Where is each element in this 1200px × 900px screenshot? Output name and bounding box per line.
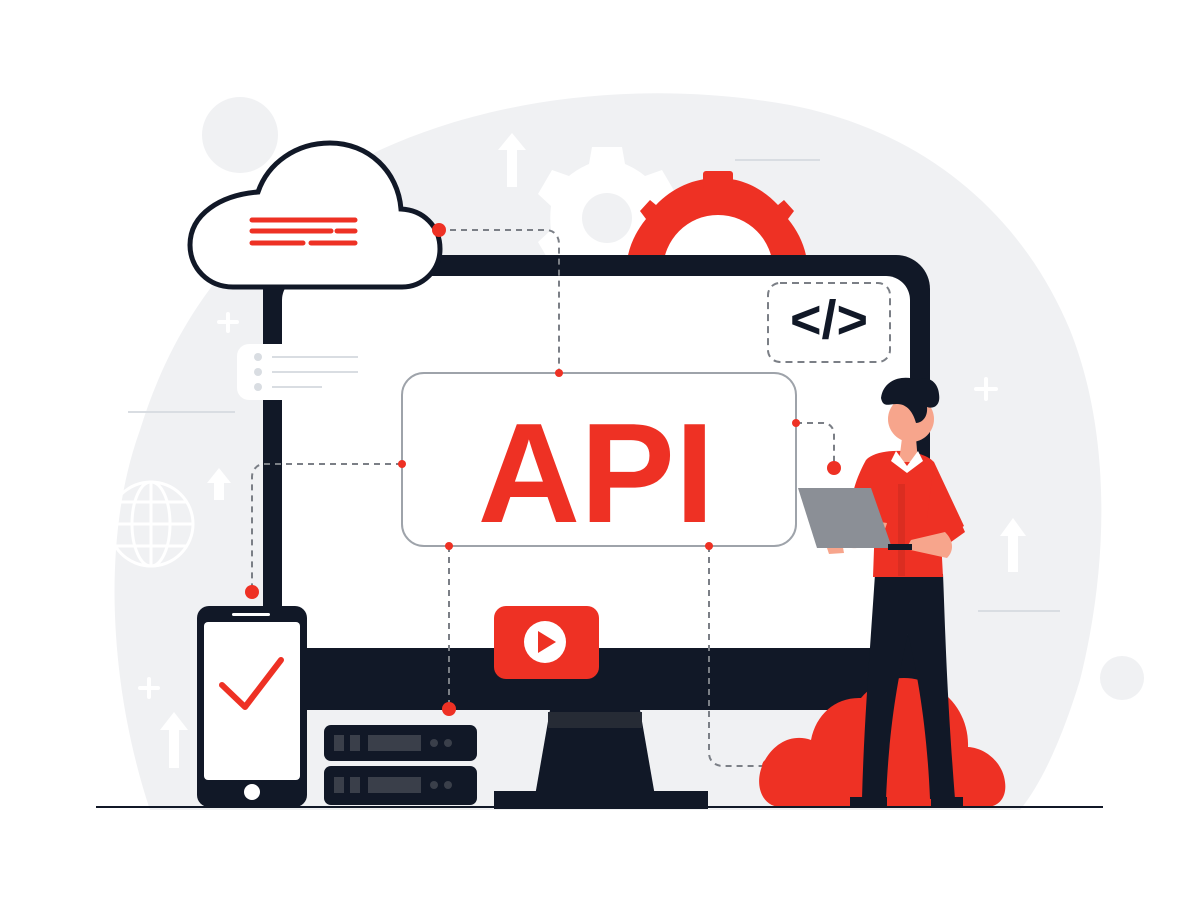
cloud-icon [187,140,443,290]
api-box: API [401,372,797,553]
phone [197,606,307,807]
list-card [237,344,367,400]
code-icon: </> [790,290,868,350]
check-icon [219,657,284,710]
play-icon [538,631,556,653]
globe-icon [107,480,195,568]
api-label: API [478,394,715,553]
server-icon [324,725,477,805]
api-connections [251,229,835,767]
person-with-laptop [798,377,965,807]
laptop [798,488,892,548]
play-button [494,606,599,679]
arrow-up-icon [160,133,1026,768]
background-details [128,159,1060,612]
plus-icon [138,312,1074,769]
code-tag-box: </> [767,282,891,363]
